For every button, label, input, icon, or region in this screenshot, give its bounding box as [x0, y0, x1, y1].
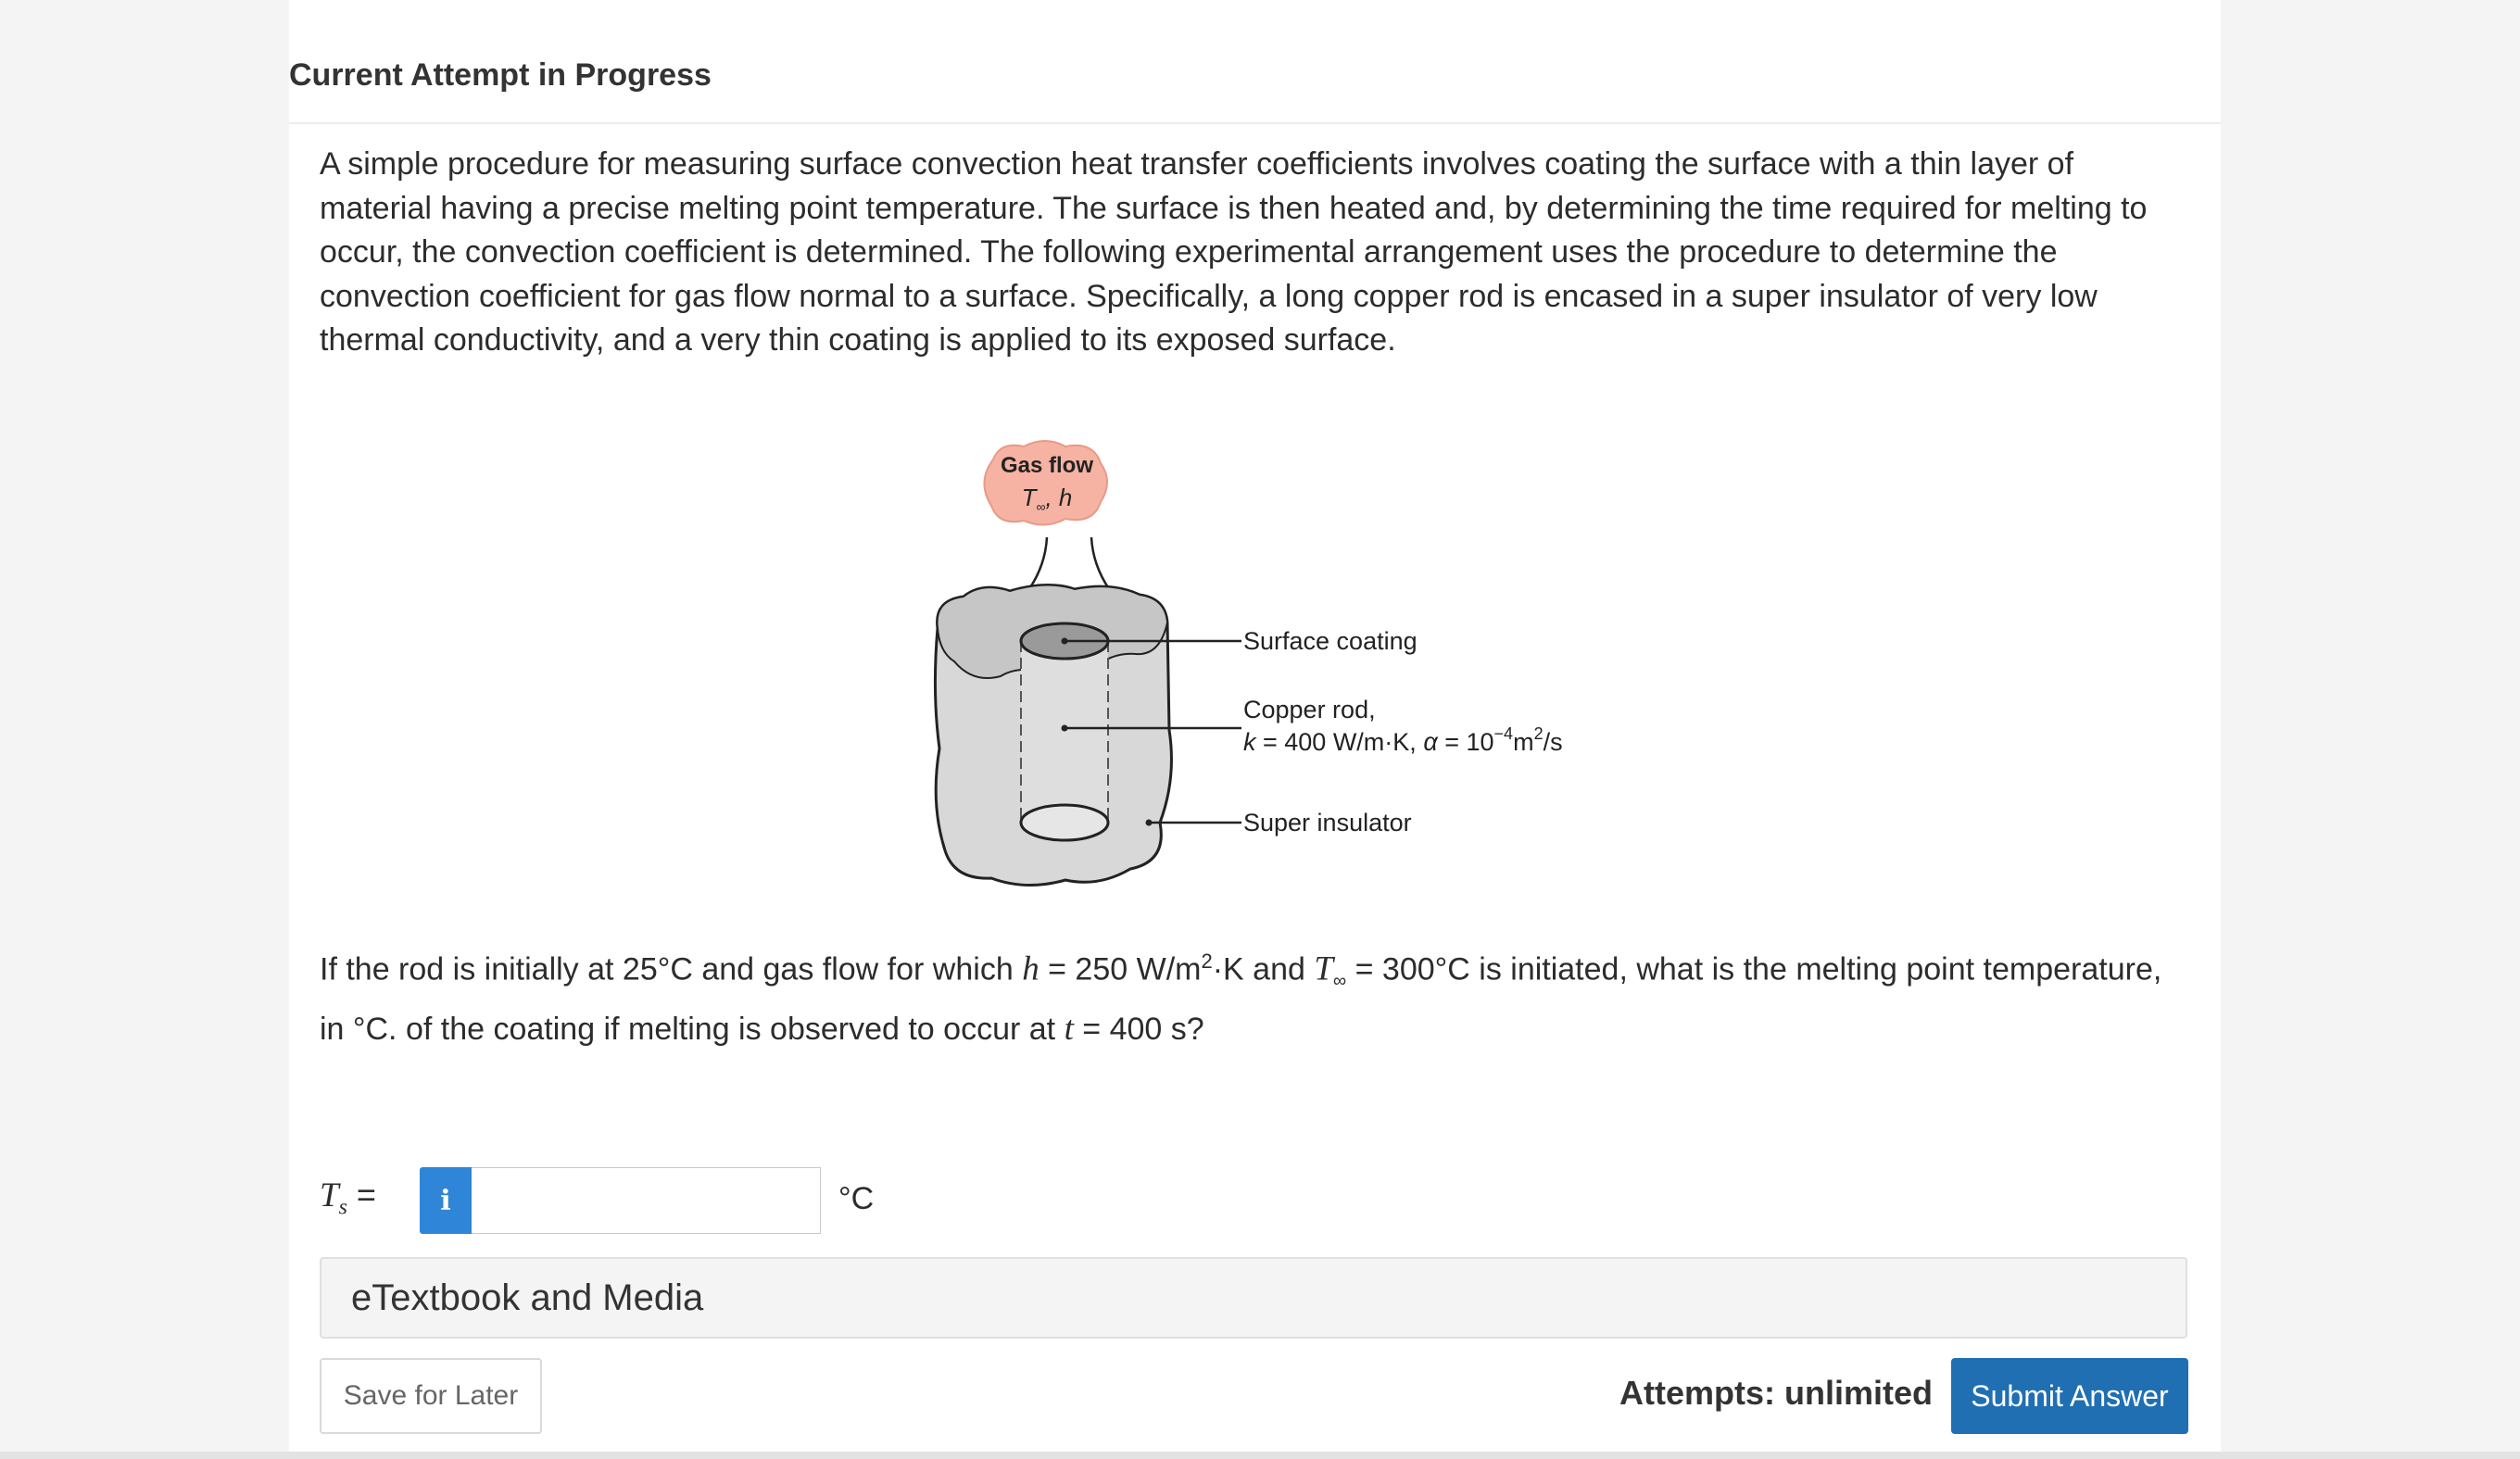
label-surface-coating: Surface coating [1243, 627, 1418, 655]
header-divider [289, 122, 2221, 124]
answer-variable-label: Ts= [320, 1176, 376, 1220]
problem-intro: A simple procedure for measuring surface… [320, 146, 2148, 358]
etextbook-media-toggle[interactable]: eTextbook and Media [320, 1257, 2187, 1339]
gas-flow-cloud [983, 440, 1108, 526]
cloud-label-T: T [1022, 484, 1039, 511]
label-super-insulator: Super insulator [1243, 809, 1412, 836]
problem-question: If the rod is initially at 25°C and gas … [320, 950, 2162, 1049]
cloud-label-h: , h [1045, 484, 1072, 511]
bottom-divider [0, 1452, 2520, 1459]
attempts-status: Attempts: unlimited [1619, 1374, 1933, 1412]
label-copper-rod: Copper rod, [1243, 696, 1376, 723]
submit-answer-button[interactable]: Submit Answer [1951, 1358, 2188, 1434]
answer-input[interactable] [472, 1167, 821, 1234]
attempt-title: Current Attempt in Progress [289, 57, 712, 93]
svg-text:T∞, h: T∞, h [1022, 484, 1073, 514]
info-icon[interactable]: i [420, 1167, 472, 1234]
etextbook-label: eTextbook and Media [351, 1277, 704, 1318]
answer-unit: °C [838, 1181, 875, 1216]
cloud-label-inf: ∞ [1036, 499, 1045, 514]
copper-rod-body [1021, 641, 1108, 823]
save-for-later-button[interactable]: Save for Later [320, 1358, 542, 1434]
experiment-figure: Gas flow T∞, h Surface coating Copper ro… [933, 440, 1563, 887]
cloud-label-gas-flow: Gas flow [1001, 453, 1093, 478]
label-copper-properties: k = 400 W/m·K, α = 10−4m2/s [1243, 724, 1563, 756]
copper-rod-bottom [1019, 803, 1110, 842]
